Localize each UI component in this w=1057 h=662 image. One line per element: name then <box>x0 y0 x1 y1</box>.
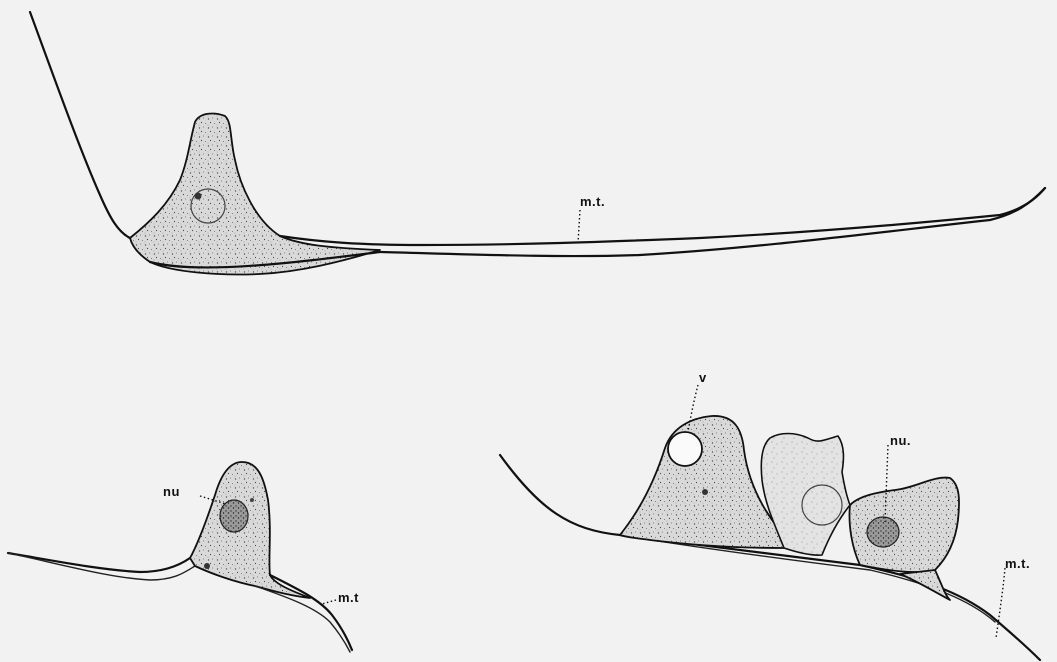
bottom-right-vacuole <box>668 432 702 466</box>
bottom-right-cell-3-nucleus <box>867 517 899 547</box>
bottom-left-granule-2 <box>250 498 254 502</box>
label-top-mt: m.t. <box>580 194 605 209</box>
top-membrane-upper <box>280 188 1045 245</box>
bottom-left-cell-group <box>8 462 352 652</box>
label-right-nu: nu. <box>890 433 911 448</box>
label-left-nu: nu <box>163 484 180 499</box>
bottom-right-cell-3 <box>849 478 959 573</box>
leader-top-mt <box>578 210 580 243</box>
bottom-right-cell-1 <box>620 416 784 548</box>
label-left-mt: m.t <box>338 590 359 605</box>
label-right-mt: m.t. <box>1005 556 1030 571</box>
leader-left-mt <box>322 600 336 604</box>
bottom-left-cell-body <box>190 462 310 598</box>
top-membrane-left <box>30 12 130 238</box>
label-right-v: v <box>699 370 707 385</box>
top-nucleolus <box>195 193 202 200</box>
bottom-left-membrane-left <box>8 553 190 572</box>
bottom-right-cell-1-granule <box>702 489 708 495</box>
top-cell-group <box>30 12 1045 275</box>
bottom-right-cell-group <box>500 416 1040 660</box>
bottom-left-granule <box>204 563 210 569</box>
bottom-left-nucleus <box>220 500 248 532</box>
top-cell-body <box>130 114 380 275</box>
bottom-right-tail <box>900 570 950 600</box>
